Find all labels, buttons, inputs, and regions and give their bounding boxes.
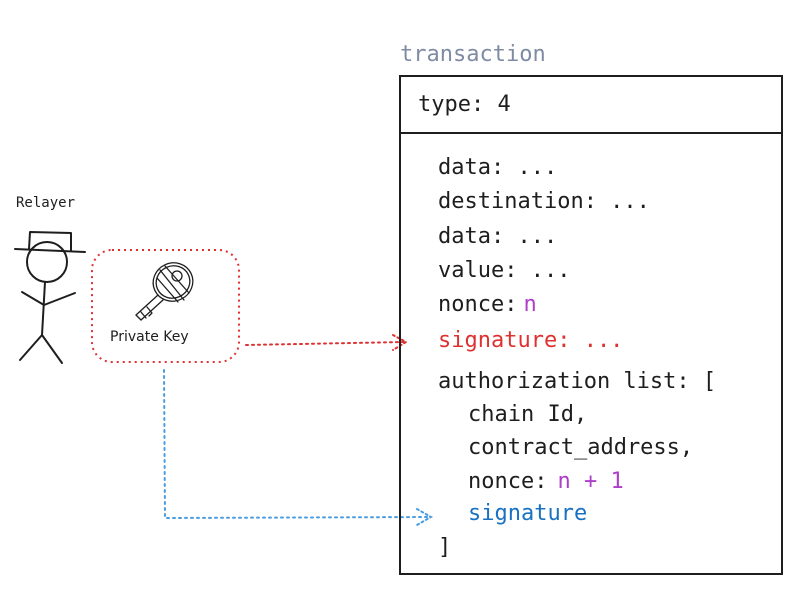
contract-address-field: contract_address, [468, 435, 694, 460]
data-field-2: data: ... [438, 224, 558, 249]
arrow-key-to-signature [245, 334, 409, 351]
auth-nonce-label: nonce: [468, 469, 548, 494]
signature-field: signature: ... [438, 328, 624, 353]
type-field: type: 4 [418, 92, 511, 117]
private-key-box [91, 249, 240, 363]
value-field: value: ... [438, 258, 571, 283]
key-icon [135, 262, 194, 321]
private-key-label: Private Key [110, 329, 189, 345]
authorization-list-close: ] [438, 535, 452, 560]
chain-id-field: chain Id, [468, 402, 588, 427]
transaction-box [399, 75, 783, 575]
nonce-label: nonce: [438, 292, 518, 317]
stick-figure-icon [14, 231, 86, 364]
destination-field: destination: ... [438, 189, 650, 214]
relayer-label: Relayer [16, 195, 76, 211]
nonce-field: nonce:n [438, 294, 537, 316]
auth-signature-field: signature [468, 501, 588, 526]
authorization-list-open: authorization list: [ [438, 369, 717, 394]
auth-nonce-field: nonce: n + 1 [468, 471, 624, 493]
arrow-key-to-auth-signature [163, 369, 434, 526]
transaction-title: transaction [400, 42, 546, 67]
auth-nonce-value: n + 1 [557, 469, 624, 494]
nonce-value: n [523, 292, 537, 317]
data-field: data: ... [438, 155, 558, 180]
